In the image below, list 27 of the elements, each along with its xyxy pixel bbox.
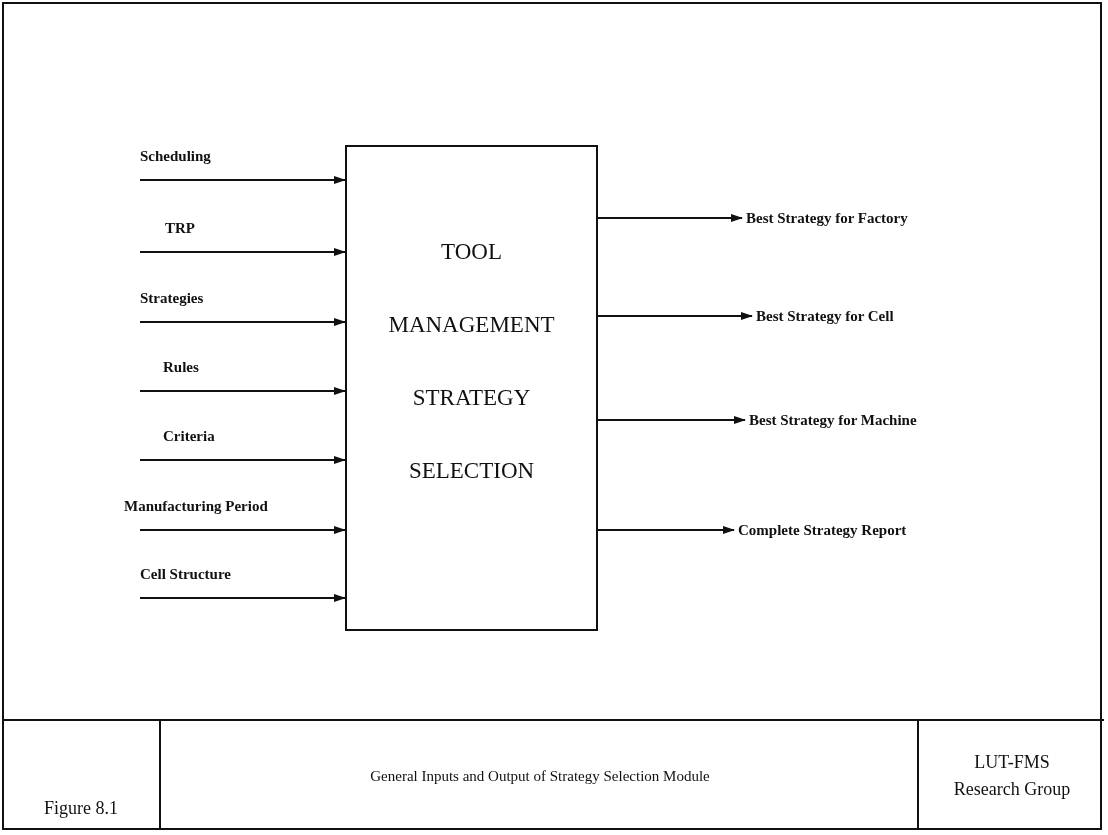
output-label: Best Strategy for Machine	[749, 412, 917, 428]
arrow	[597, 416, 746, 424]
output-label: Best Strategy for Cell	[756, 308, 894, 324]
input-label: Criteria	[163, 428, 215, 445]
arrow	[139, 318, 346, 326]
figure-caption: General Inputs and Output of Strategy Selection Module	[370, 767, 710, 785]
arrow	[139, 456, 346, 464]
input-label: Cell Structure	[140, 566, 231, 583]
arrow	[597, 214, 743, 222]
input-label: Scheduling	[140, 148, 211, 165]
arrow	[139, 387, 346, 395]
input-label: Strategies	[140, 290, 204, 307]
arrow	[139, 526, 346, 534]
process-box	[345, 145, 598, 631]
figure-number: Figure 8.1	[44, 796, 118, 820]
output-label: Best Strategy for Factory	[746, 210, 908, 226]
arrow	[139, 594, 346, 602]
arrow	[139, 176, 346, 184]
arrow	[597, 526, 735, 534]
process-title: TOOL MANAGEMENT STRATEGY SELECTION	[387, 238, 556, 485]
input-label: TRP	[165, 220, 195, 237]
input-label: Rules	[163, 359, 199, 376]
output-label: Complete Strategy Report	[738, 522, 907, 538]
input-label: Manufacturing Period	[124, 498, 268, 515]
arrow	[139, 248, 346, 256]
arrow	[597, 312, 753, 320]
group-name: LUT-FMS Research Group	[952, 751, 1072, 801]
